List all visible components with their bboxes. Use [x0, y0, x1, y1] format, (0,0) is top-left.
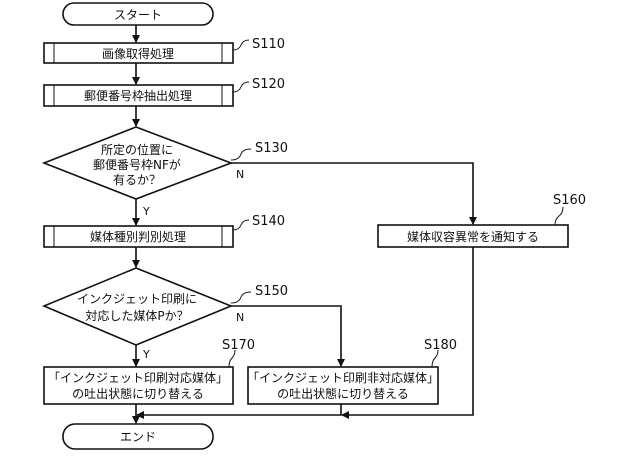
end-terminal: エンド — [63, 424, 213, 449]
step-id-s110: S110 — [252, 37, 285, 52]
step-id-s160: S160 — [553, 193, 586, 208]
decision-s150-line: インクジェット印刷に — [77, 292, 197, 306]
arrow-no — [231, 306, 341, 366]
step-id-s170: S170 — [222, 338, 255, 353]
step-s110-text: 画像取得処理 — [102, 46, 174, 61]
step-s160: 媒体収容異常を通知する — [378, 225, 568, 247]
step-id-s130: S130 — [255, 141, 288, 156]
arrow-merge — [137, 404, 341, 415]
step-s160-text: 媒体収容異常を通知する — [407, 229, 539, 244]
step-s170-line: 「インクジェット印刷対応媒体」 — [48, 371, 228, 385]
step-s170: 「インクジェット印刷対応媒体」 の吐出状態に切り替える — [44, 367, 233, 404]
start-terminal: スタート — [63, 3, 213, 25]
step-s140-text: 媒体種別判別処理 — [90, 230, 186, 244]
decision-s130: 所定の位置に 郵便番号枠NFが 有るか？ — [44, 127, 231, 199]
step-id-s150: S150 — [255, 284, 288, 299]
step-s180-line: 「インクジェット印刷非対応媒体」 — [247, 371, 439, 385]
step-s120: 郵便番号枠抽出処理 — [44, 85, 233, 106]
yes-label: Y — [142, 348, 150, 361]
step-id-s140: S140 — [252, 214, 285, 229]
decision-s150: インクジェット印刷に 対応した媒体Pか？ — [44, 268, 231, 345]
end-label: エンド — [120, 430, 156, 444]
step-s140: 媒体種別判別処理 — [44, 226, 233, 247]
step-id-s180: S180 — [424, 338, 457, 353]
decision-s150-line: 対応した媒体Pか？ — [85, 309, 188, 323]
start-label: スタート — [114, 8, 162, 22]
decision-s130-line: 有るか？ — [113, 173, 161, 187]
yes-label: Y — [142, 205, 150, 218]
step-s170-line: の吐出状態に切り替える — [72, 386, 204, 401]
no-label: N — [236, 311, 244, 324]
decision-s130-line: 所定の位置に — [101, 142, 173, 157]
step-id-s120: S120 — [252, 77, 285, 92]
step-s120-text: 郵便番号枠抽出処理 — [84, 89, 192, 103]
step-s180-line: の吐出状態に切り替える — [277, 386, 409, 401]
decision-s130-line: 郵便番号枠NFが — [93, 157, 181, 172]
no-label: N — [236, 168, 244, 181]
step-s180: 「インクジェット印刷非対応媒体」 の吐出状態に切り替える — [247, 367, 439, 404]
step-s110: 画像取得処理 — [44, 43, 233, 63]
